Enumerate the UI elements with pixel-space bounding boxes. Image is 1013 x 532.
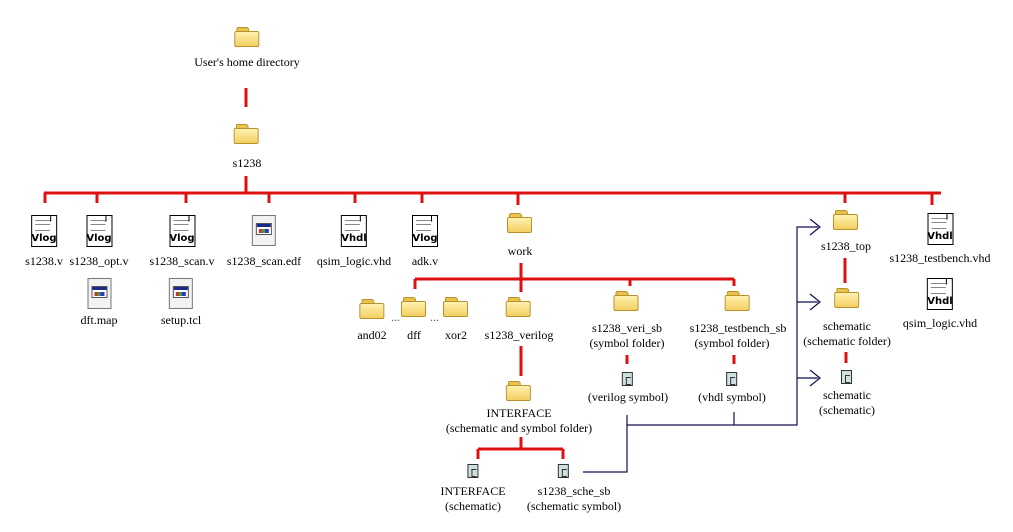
folder-icon: [505, 380, 532, 402]
arrow-s1238-top: [809, 218, 821, 236]
folder-icon: [725, 290, 751, 312]
node-schematic-file[interactable]: schematic (schematic): [819, 370, 875, 418]
symbol-file-icon: [621, 372, 634, 387]
ellipsis: ...: [391, 310, 400, 324]
node-label: xor2: [445, 328, 467, 342]
node-label: INTERFACE: [440, 484, 506, 498]
tree-lines: [43, 88, 941, 459]
node-s1238-top[interactable]: s1238_top: [821, 209, 871, 254]
verilog-file-icon: Vlog: [410, 215, 440, 247]
app-file-icon: [168, 278, 194, 310]
node-s1238-veri-sb[interactable]: s1238_veri_sb (symbol folder): [589, 290, 665, 351]
node-label: schematic: [823, 319, 871, 333]
node-s1238-scan-v[interactable]: Vlog s1238_scan.v: [150, 215, 215, 269]
symbol-file-icon: [466, 464, 479, 479]
node-label: adk.v: [411, 254, 439, 268]
node-interface-schematic[interactable]: INTERFACE (schematic): [440, 464, 506, 514]
arrow-schematic-file: [809, 369, 821, 387]
node-vhdl-symbol[interactable]: (vhdl symbol): [698, 372, 766, 405]
node-s1238-testbench-sb[interactable]: s1238_testbench_sb (symbol folder): [689, 290, 787, 351]
node-sublabel: (schematic and symbol folder): [445, 421, 593, 435]
node-label: s1238_veri_sb: [591, 321, 662, 335]
node-s1238-v[interactable]: Vlog s1238.v: [25, 215, 63, 269]
node-and02[interactable]: and02: [357, 298, 387, 343]
node-label: s1238.v: [25, 254, 63, 268]
node-label: work: [507, 244, 533, 258]
node-s1238-scan-edf[interactable]: s1238_scan.edf: [227, 215, 301, 269]
node-qsim-logic-vhd[interactable]: Vhdl qsim_logic.vhd: [317, 215, 391, 269]
node-s1238[interactable]: s1238: [232, 123, 262, 171]
node-label: s1238_scan.edf: [226, 254, 302, 268]
node-setup-tcl[interactable]: setup.tcl: [161, 278, 201, 328]
folder-icon: [613, 290, 640, 312]
vhdl-file-icon: Vhdl: [925, 213, 955, 245]
node-label: (vhdl symbol): [698, 390, 766, 404]
folder-icon: [505, 296, 532, 318]
folder-icon: [507, 212, 533, 234]
verilog-file-icon: Vlog: [29, 215, 59, 247]
node-sublabel: (schematic): [445, 499, 501, 513]
node-sublabel: (schematic symbol): [526, 499, 622, 513]
vhdl-file-icon: Vhdl: [925, 278, 955, 310]
app-file-icon: [251, 215, 277, 247]
node-label: User's home directory: [194, 55, 300, 69]
node-label: qsim_logic.vhd: [316, 254, 392, 268]
node-sublabel: (symbol folder): [694, 336, 770, 350]
folder-icon: [401, 296, 427, 318]
verilog-file-icon: Vlog: [84, 215, 114, 247]
node-sublabel: (symbol folder): [589, 336, 665, 350]
node-adk-v[interactable]: Vlog adk.v: [410, 215, 440, 269]
node-label: s1238_testbench.vhd: [889, 251, 991, 265]
folder-icon: [358, 298, 385, 320]
link-lines: [583, 218, 821, 473]
node-label: schematic: [823, 388, 871, 402]
node-xor2[interactable]: xor2: [443, 296, 469, 343]
node-dff[interactable]: dff: [401, 296, 427, 343]
folder-icon: [233, 123, 260, 145]
node-label: (verilog symbol): [587, 390, 669, 404]
node-label: s1238_top: [820, 239, 872, 253]
node-label: qsim_logic.vhd: [902, 316, 978, 330]
node-label: s1238_testbench_sb: [689, 321, 787, 335]
node-s1238-verilog[interactable]: s1238_verilog: [484, 296, 554, 343]
app-file-icon: [86, 278, 112, 310]
node-s1238-testbench-vhd[interactable]: Vhdl s1238_testbench.vhd: [890, 213, 991, 266]
node-label: setup.tcl: [160, 313, 202, 327]
node-s1238-opt-v[interactable]: Vlog s1238_opt.v: [69, 215, 129, 269]
node-sublabel: (schematic folder): [803, 334, 891, 348]
node-schematic-folder[interactable]: schematic (schematic folder): [803, 287, 891, 349]
node-label: s1238_verilog: [484, 328, 554, 342]
node-home-directory[interactable]: User's home directory: [194, 26, 300, 70]
node-label: INTERFACE: [486, 406, 552, 420]
vhdl-file-icon: Vhdl: [339, 215, 369, 247]
node-label: s1238: [232, 156, 262, 170]
node-label: and02: [357, 328, 387, 342]
folder-icon: [443, 296, 469, 318]
node-qsim-logic-vhd-2[interactable]: Vhdl qsim_logic.vhd: [903, 278, 977, 331]
symbol-file-icon: [841, 370, 853, 385]
node-label: dff: [407, 328, 421, 342]
ellipsis: ...: [430, 310, 439, 324]
node-label: s1238_opt.v: [69, 254, 129, 268]
node-sublabel: (schematic): [819, 403, 875, 417]
node-s1238-sche-sb[interactable]: s1238_sche_sb (schematic symbol): [527, 464, 621, 514]
folder-icon: [832, 209, 859, 231]
node-label: s1238_scan.v: [149, 254, 215, 268]
verilog-file-icon: Vlog: [167, 215, 197, 247]
symbol-file-icon: [725, 372, 738, 387]
folder-icon: [834, 287, 860, 309]
node-work[interactable]: work: [507, 212, 533, 259]
arrow-schematic-folder: [809, 293, 821, 311]
node-interface-folder[interactable]: INTERFACE (schematic and symbol folder): [446, 380, 592, 436]
symbol-file-icon: [558, 464, 570, 479]
node-verilog-symbol[interactable]: (verilog symbol): [588, 372, 668, 405]
node-label: s1238_sche_sb: [537, 484, 611, 498]
folder-icon: [234, 26, 260, 48]
node-label: dft.map: [80, 313, 118, 327]
node-dft-map[interactable]: dft.map: [81, 278, 118, 328]
